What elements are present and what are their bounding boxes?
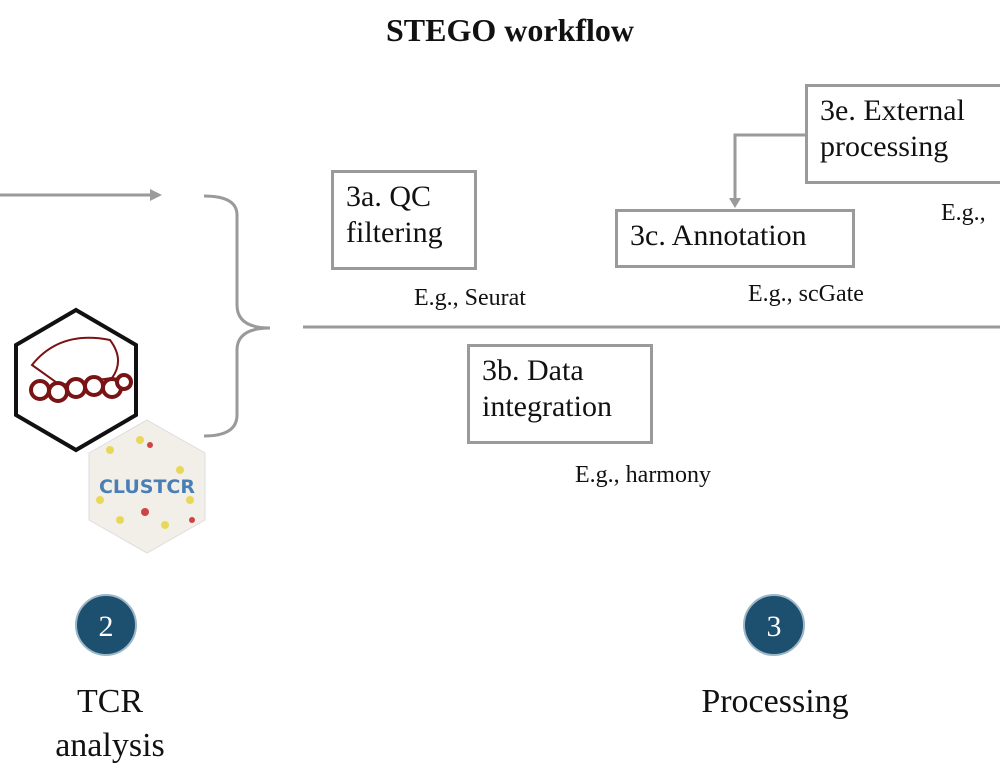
external-to-annotation-arrow (733, 133, 805, 200)
step-3-label: Processing (701, 683, 849, 720)
step-2-circle: 2 (75, 594, 137, 656)
annotation-example: E.g., scGate (748, 281, 864, 307)
external-processing-box: 3e. External processing (805, 84, 1000, 184)
data-integration-box: 3b. Data integration (467, 344, 653, 444)
svg-text:CLUSTCR: CLUSTCR (99, 476, 195, 498)
integration-example: E.g., harmony (575, 462, 711, 488)
brace (203, 194, 271, 438)
diagram-title: STEGO workflow (385, 12, 635, 48)
qc-filtering-box: 3a. QC filtering (331, 170, 477, 270)
external-example: E.g., (941, 200, 986, 226)
step-2-label: TCR analysis (55, 683, 165, 764)
step-3-circle: 3 (743, 594, 805, 656)
qc-example: E.g., Seurat (414, 285, 526, 311)
dino-logo (14, 307, 138, 453)
annotation-box: 3c. Annotation (615, 209, 855, 268)
clustcr-logo: CLUSTCR (88, 419, 206, 554)
